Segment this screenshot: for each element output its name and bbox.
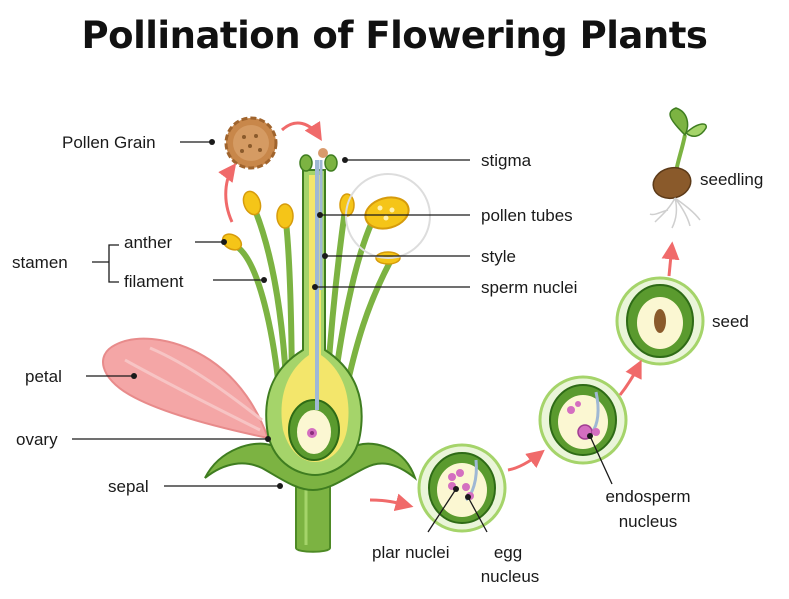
magnifier-circle	[345, 173, 431, 259]
label-seedling: seedling	[700, 170, 763, 189]
label-sepal: sepal	[108, 477, 149, 496]
label-pollen-tubes: pollen tubes	[481, 206, 573, 225]
label-sperm-nuclei: sperm nuclei	[481, 278, 577, 297]
arrow-flower-to-stage1	[369, 493, 414, 511]
diagram-title: Pollination of Flowering Plants	[81, 14, 708, 57]
arrow-anther-to-pollen	[218, 163, 237, 223]
label-stigma: stigma	[481, 151, 532, 170]
arrow-stage2-to-stage3	[618, 359, 642, 396]
label-endosperm-line2: nucleus	[619, 512, 678, 531]
arrow-stage1-to-stage2	[507, 449, 545, 472]
label-egg-nucleus-line1: egg	[494, 543, 522, 562]
label-egg-nucleus-line2: nucleus	[481, 567, 540, 586]
pollen-grain	[224, 116, 278, 170]
label-filament: filament	[124, 272, 184, 291]
anthers	[221, 190, 401, 265]
arrow-stage3-to-seedling	[661, 241, 680, 277]
label-endosperm-line1: endosperm	[605, 487, 690, 506]
stage-seed	[615, 276, 705, 366]
seedling	[649, 107, 707, 229]
flower	[102, 148, 431, 553]
label-anther: anther	[124, 233, 173, 252]
label-pollen-grain: Pollen Grain	[62, 133, 156, 152]
label-ovary: ovary	[16, 430, 58, 449]
label-plar-nuclei: plar nuclei	[372, 543, 450, 562]
arrow-pollen-to-stigma	[280, 121, 322, 142]
stage-fertilization	[417, 443, 507, 533]
stage-endosperm	[538, 375, 628, 465]
label-seed: seed	[712, 312, 749, 331]
label-style: style	[481, 247, 516, 266]
label-petal: petal	[25, 367, 62, 386]
leader-lines	[72, 141, 613, 533]
label-stamen: stamen	[12, 253, 68, 272]
leader-dots	[131, 139, 593, 500]
